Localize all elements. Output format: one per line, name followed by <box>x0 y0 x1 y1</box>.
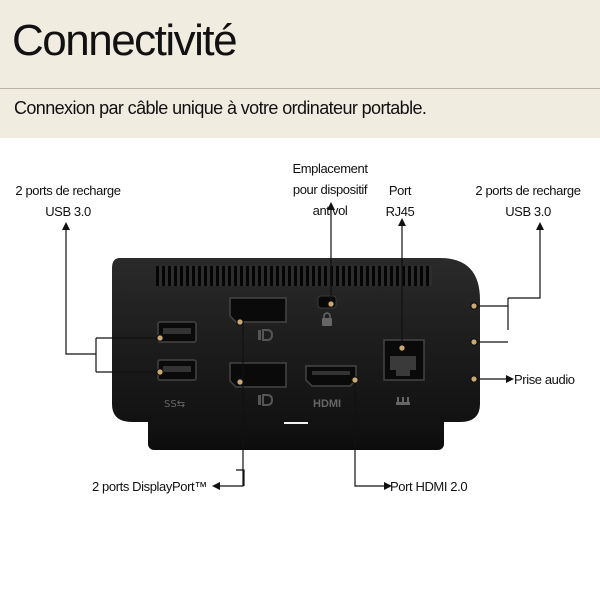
usb-port-left-top <box>157 321 197 343</box>
header-divider <box>0 88 600 89</box>
label-rj45: Port RJ45 <box>385 183 415 219</box>
callout-dots <box>156 300 478 386</box>
network-icon <box>396 397 410 405</box>
label-hdmi: Port HDMI 2.0 <box>390 479 468 494</box>
page-subtitle: Connexion par câble unique à votre ordin… <box>14 98 427 118</box>
displayport-top <box>229 297 287 323</box>
hdmi-logo-icon: HDMI <box>313 398 341 410</box>
label-usb-left: 2 ports de recharge USB 3.0 <box>15 183 121 219</box>
displayport-icon-top <box>258 329 274 341</box>
callout-lines <box>65 208 541 487</box>
label-audio: Prise audio <box>514 372 575 387</box>
usb-logo-icon: SS⇆ <box>164 399 185 410</box>
label-lock-slot: Emplacement pour dispositif antivol <box>292 161 368 218</box>
label-displayport: 2 ports DisplayPort™ <box>92 479 207 494</box>
dock-body <box>112 258 480 422</box>
vent-grille <box>156 266 432 286</box>
header-band: Connectivité Connexion par câble unique … <box>0 0 600 138</box>
callout-arrowheads <box>62 202 544 490</box>
label-usb-right: 2 ports de recharge USB 3.0 <box>475 183 581 219</box>
displayport-icon-bottom <box>258 394 274 406</box>
displayport-bottom <box>229 362 287 388</box>
lock-icon <box>322 312 332 326</box>
usb-port-left-bottom <box>157 359 197 381</box>
page-title: Connectivité <box>12 16 238 65</box>
hdmi-port <box>305 365 357 387</box>
